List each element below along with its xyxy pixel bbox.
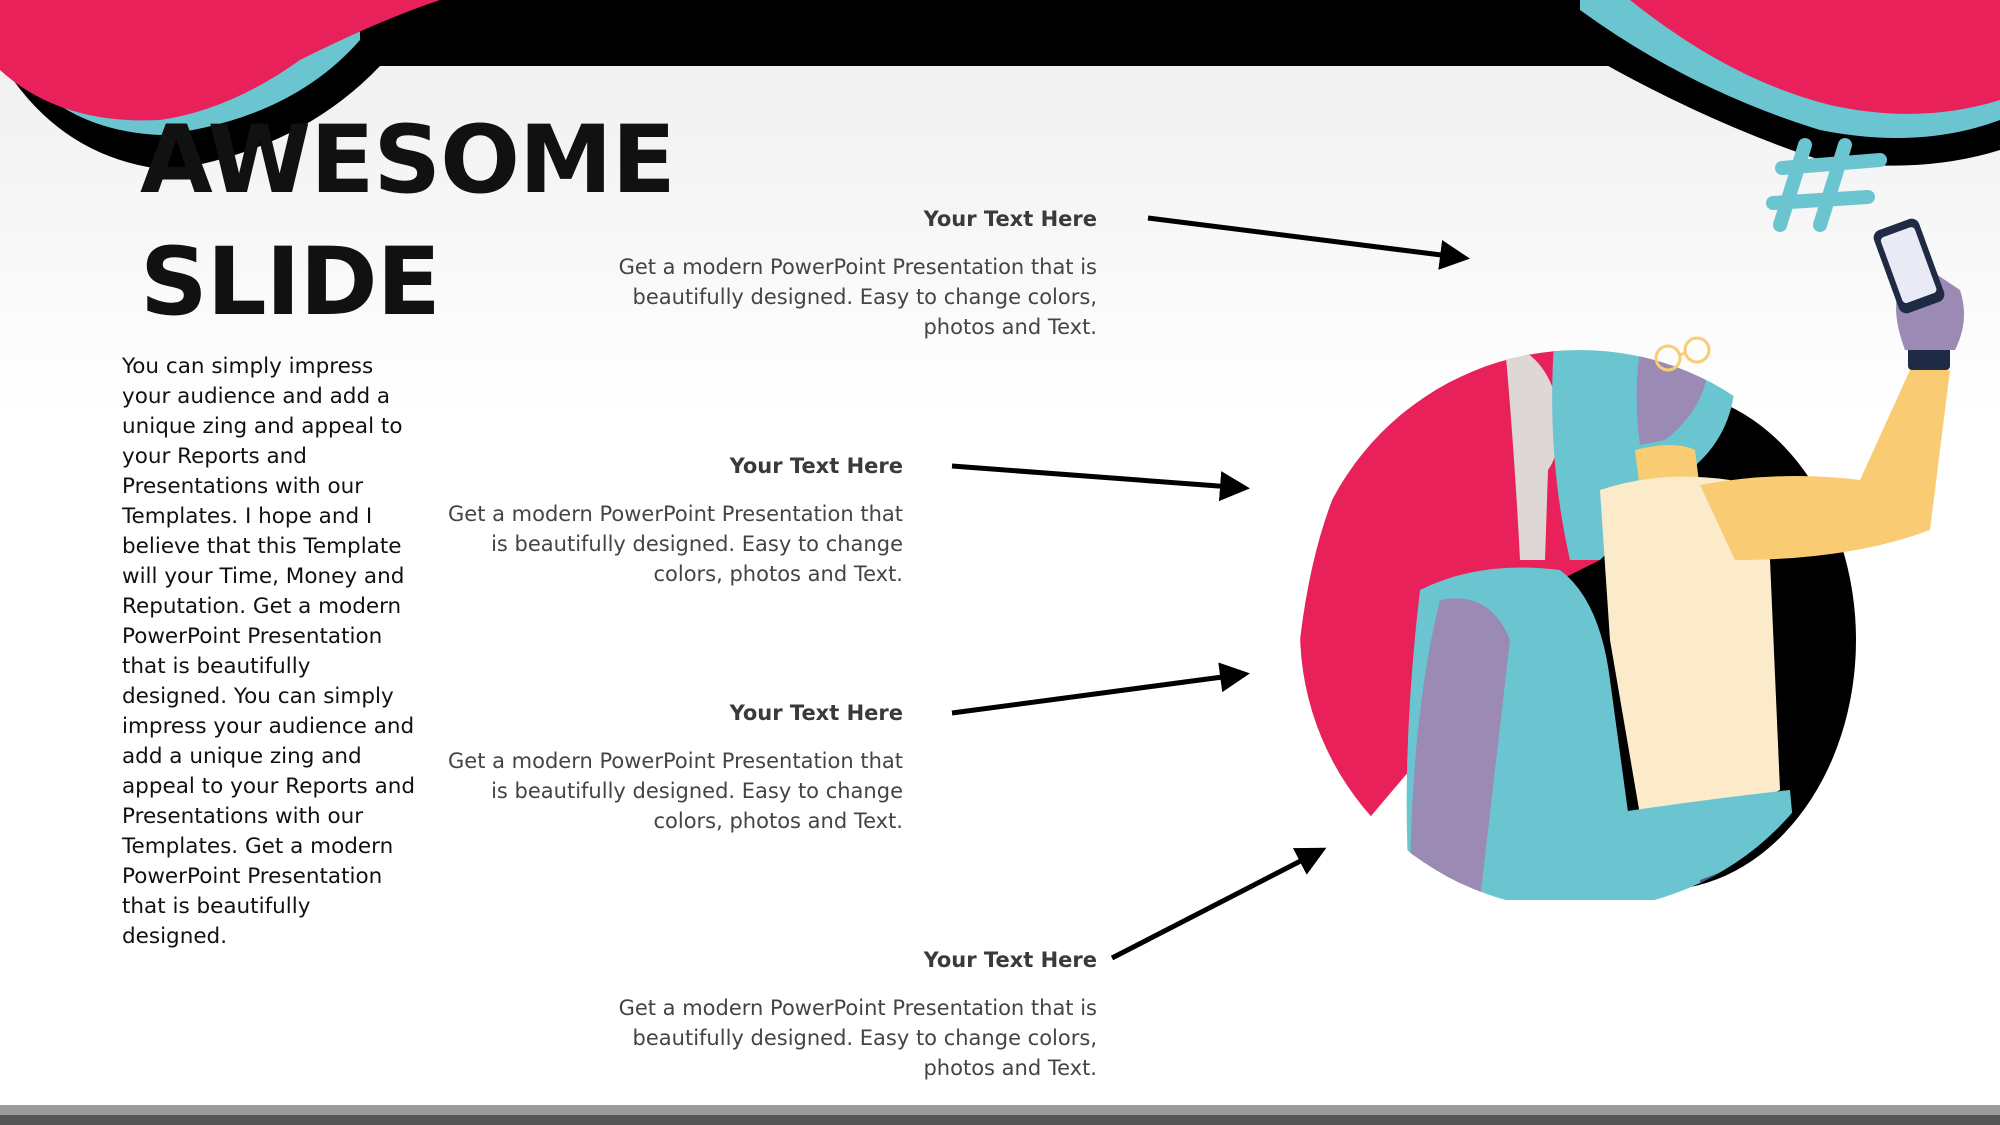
callout-4: Your Text Here Get a modern PowerPoint P… bbox=[580, 947, 1097, 1083]
bottom-bar bbox=[0, 1105, 2000, 1125]
phone-icon bbox=[1873, 218, 1945, 314]
arrow-icon bbox=[951, 662, 1250, 716]
arrow-icon bbox=[1110, 847, 1327, 961]
arrow-icon bbox=[951, 463, 1250, 502]
callout-text: Get a modern PowerPoint Presentation tha… bbox=[618, 255, 1097, 339]
callout-text: Get a modern PowerPoint Presentation tha… bbox=[448, 749, 903, 833]
hashtag-icon bbox=[1766, 138, 1887, 232]
slide-title: AWESOME SLIDE bbox=[140, 100, 676, 344]
title-line-2: SLIDE bbox=[140, 228, 441, 337]
corner-wave-left bbox=[0, 0, 440, 170]
callout-2: Your Text Here Get a modern PowerPoint P… bbox=[440, 453, 903, 589]
callout-3: Your Text Here Get a modern PowerPoint P… bbox=[440, 700, 903, 836]
callout-text: Get a modern PowerPoint Presentation tha… bbox=[618, 996, 1097, 1080]
selfie-illustration bbox=[1300, 138, 1964, 900]
callout-heading: Your Text Here bbox=[923, 948, 1097, 972]
body-paragraph: You can simply impress your audience and… bbox=[122, 354, 416, 949]
callout-heading: Your Text Here bbox=[729, 701, 903, 725]
callout-1: Your Text Here Get a modern PowerPoint P… bbox=[580, 206, 1097, 342]
corner-wave-right bbox=[1580, 0, 2000, 166]
title-line-1: AWESOME bbox=[140, 106, 676, 215]
callout-heading: Your Text Here bbox=[923, 207, 1097, 231]
callout-text: Get a modern PowerPoint Presentation tha… bbox=[448, 502, 903, 586]
callout-heading: Your Text Here bbox=[729, 454, 903, 478]
